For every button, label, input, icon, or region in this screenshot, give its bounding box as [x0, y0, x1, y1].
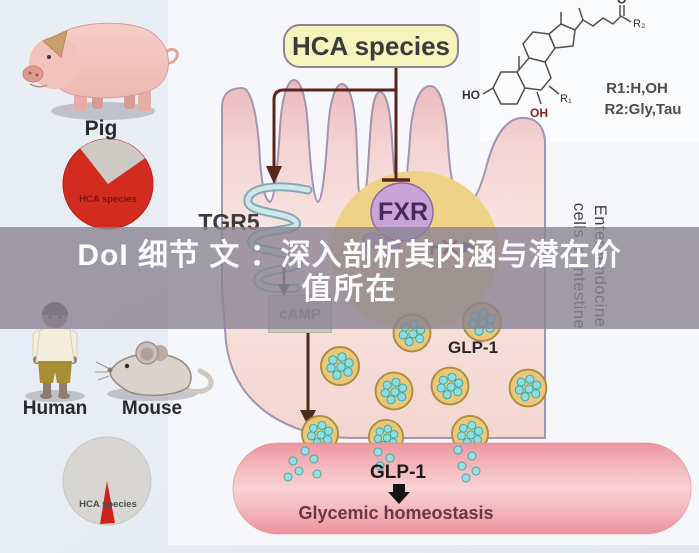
- atom-oh: OH: [530, 106, 548, 120]
- glp1-vesicle-label: GLP-1: [447, 338, 499, 357]
- r2-legend: R2:Gly,Tau: [604, 101, 682, 118]
- overlay-line2: 值所在: [301, 273, 398, 306]
- pig-illustration: [22, 22, 179, 120]
- mouse-label: Mouse: [121, 398, 183, 419]
- down-arrow-icon: [388, 484, 410, 504]
- atom-ho: HO: [462, 88, 480, 102]
- atom-r2: R₂: [633, 18, 645, 30]
- atom-o: O: [617, 0, 626, 7]
- pig-pie-chart: [62, 138, 154, 230]
- pig-label: Pig: [84, 117, 118, 140]
- human-mouse-pie-label: HCA species: [79, 499, 137, 510]
- fxr-label: FXR: [378, 198, 428, 226]
- blood-vessel: [232, 442, 692, 535]
- mouse-illustration: [95, 341, 214, 401]
- human-label: Human: [22, 398, 88, 419]
- pig-pie-label: HCA species: [79, 194, 137, 205]
- hca-species-box-label: HCA species: [292, 30, 450, 61]
- text-overlay: DoI 细节 文 ：深入剖析其内涵与潜在价 值所在: [0, 227, 699, 329]
- hca-signal-lines: [266, 68, 410, 184]
- bile-acid-structure: HO OH R₁ O R₂: [462, 0, 645, 120]
- human-mouse-pie-chart: [62, 436, 152, 526]
- r1-legend: R1:H,OH: [606, 80, 668, 97]
- hca-species-box: HCA species: [283, 24, 459, 68]
- atom-r1: R₁: [560, 93, 572, 105]
- glycemic-homeostasis-caption: Glycemic homeostasis: [298, 503, 494, 523]
- glp1-vessel-label: GLP-1: [370, 462, 426, 483]
- released-glp1-dots: [283, 445, 481, 483]
- overlay-line1: DoI 细节 文 ：深入剖析其内涵与潜在价: [77, 239, 622, 272]
